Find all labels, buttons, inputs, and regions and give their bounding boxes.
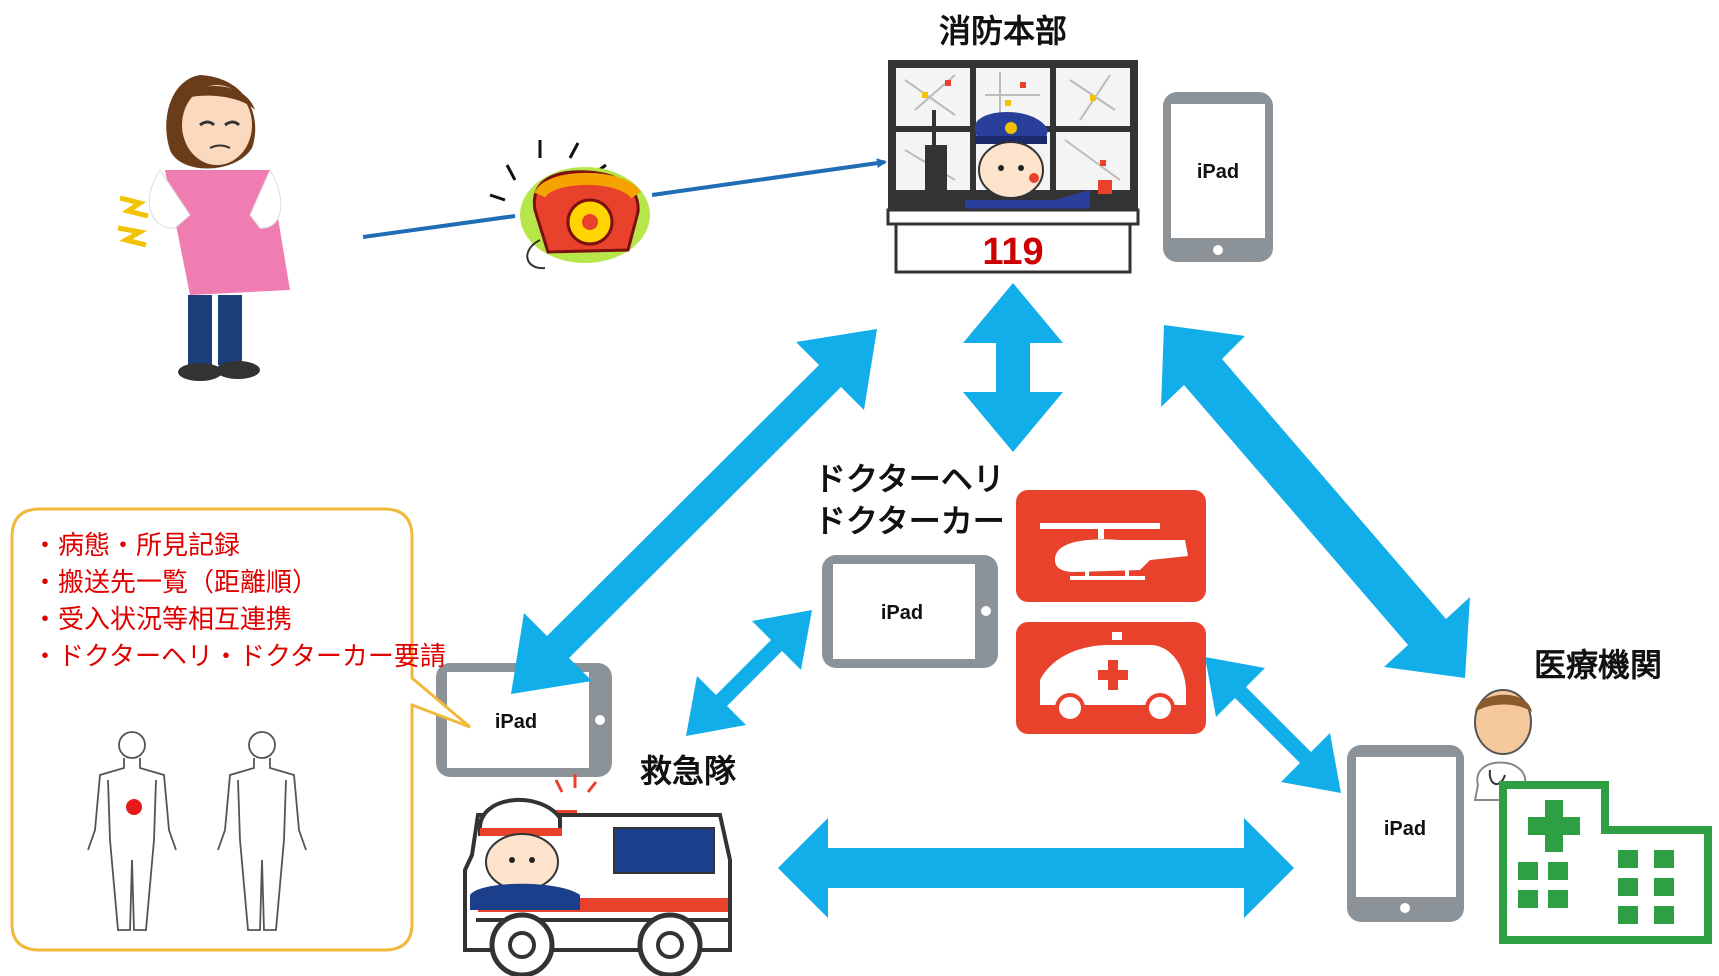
arrow-doctor-medical	[1205, 657, 1341, 793]
bubble-feature-list: ・病態・所見記録 ・搬送先一覧（距離順） ・受入状況等相互連携 ・ドクターヘリ・…	[32, 528, 446, 676]
ipad-medical: iPad	[1347, 745, 1464, 922]
arrow-hq-medical	[1161, 325, 1470, 678]
ringing-phone-icon	[489, 140, 650, 270]
injury-marker	[126, 799, 142, 815]
body-chart-icon	[87, 731, 307, 931]
ipad-doctor-vehicle: iPad	[822, 555, 998, 668]
arrow-hq-vertical	[963, 283, 1063, 452]
dispatcher-icon: 119	[886, 60, 1140, 274]
patient-woman-icon	[117, 75, 290, 381]
bubble-item: ・受入状況等相互連携	[32, 605, 293, 635]
ipad-fire-hq: iPad	[1163, 92, 1273, 262]
ipad-label: iPad	[1197, 161, 1239, 183]
arrow-ems-medical	[778, 818, 1294, 918]
label-fire-hq: 消防本部	[939, 12, 1068, 50]
arrow-doctor-ems	[686, 610, 812, 736]
arrow-hq-ems	[511, 329, 877, 694]
label-doctor-car: ドクターカー	[814, 502, 1005, 540]
ipad-label: iPad	[1384, 818, 1426, 840]
callout-bubble	[10, 507, 471, 952]
call-line-1	[362, 214, 516, 239]
label-doctor-vehicle: ドクターヘリ ドクターカー	[814, 458, 1005, 542]
label-medical: 医療機関	[1534, 646, 1663, 684]
ambulance-icon	[463, 774, 732, 976]
doctor-car-icon	[1016, 622, 1206, 734]
hospital-icon	[1499, 781, 1712, 944]
call-line-2	[651, 158, 887, 197]
bubble-item: ・ドクターヘリ・ドクターカー要請	[32, 642, 446, 672]
label-ems: 救急隊	[640, 752, 737, 790]
label-doctor-heli: ドクターヘリ	[814, 460, 1005, 498]
bubble-item: ・搬送先一覧（距離順）	[32, 568, 319, 598]
bubble-item: ・病態・所見記録	[32, 531, 241, 561]
ipad-label: iPad	[495, 711, 537, 733]
phone-number: 119	[982, 231, 1043, 273]
helicopter-icon	[1016, 490, 1206, 602]
ipad-label: iPad	[881, 602, 923, 624]
